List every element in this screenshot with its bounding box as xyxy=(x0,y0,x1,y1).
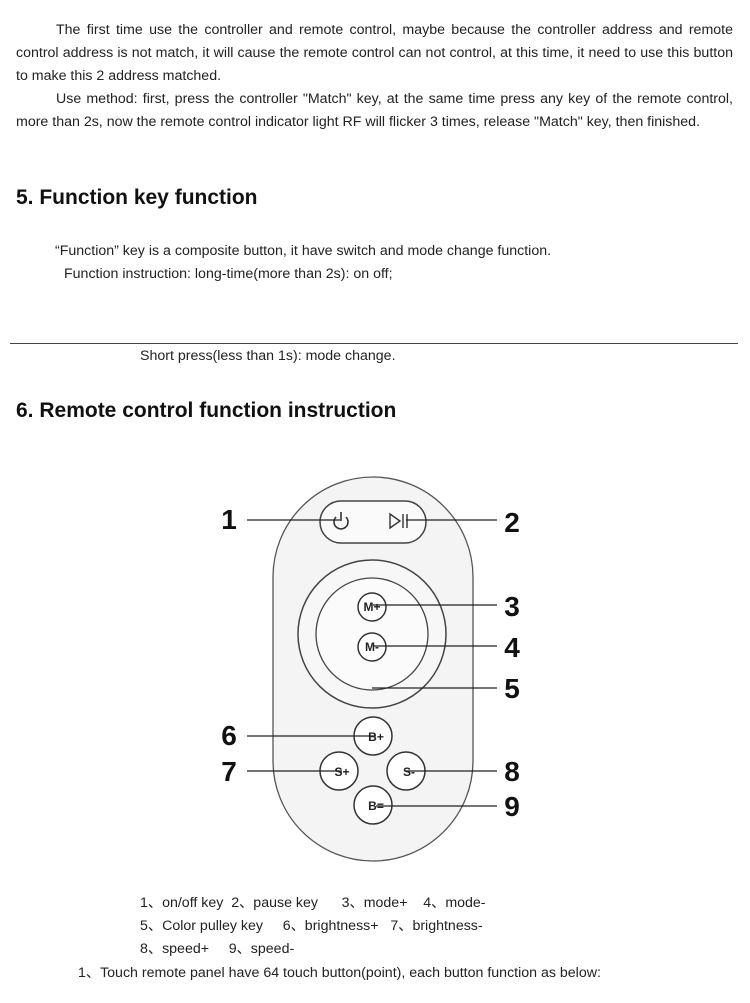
callout-8: 8 xyxy=(504,756,520,787)
function-long-press-instruction: Function instruction: long-time(more tha… xyxy=(64,266,393,282)
section-5-heading: 5. Function key function xyxy=(16,186,258,209)
intro-paragraph-1: The first time use the controller and re… xyxy=(16,22,733,84)
brightness-plus-label: B+ xyxy=(368,730,384,744)
brightness-minus-button[interactable]: B= xyxy=(353,785,393,825)
legend-line-2: 5、Color pulley key 6、brightness+ 7、brigh… xyxy=(140,918,483,934)
callout-4: 4 xyxy=(504,632,520,663)
callout-5: 5 xyxy=(504,673,520,704)
top-button-pill xyxy=(319,500,427,544)
mode-plus-label: M+ xyxy=(363,600,380,614)
speed-plus-label: S+ xyxy=(334,765,349,779)
callout-2: 2 xyxy=(504,507,520,538)
mode-minus-label: M- xyxy=(365,640,379,654)
play-pause-icon[interactable] xyxy=(389,512,408,530)
speed-minus-label: S- xyxy=(403,765,415,779)
callout-leader-lines xyxy=(247,519,497,807)
mode-plus-button[interactable]: M+ xyxy=(357,592,387,622)
callout-6: 6 xyxy=(221,720,237,751)
callout-9: 9 xyxy=(504,791,520,822)
mode-minus-button[interactable]: M- xyxy=(357,632,387,662)
section-6-heading: 6. Remote control function instruction xyxy=(16,399,397,422)
legend-line-1: 1、on/off key 2、pause key 3、mode+ 4、mode- xyxy=(140,895,486,911)
legend-line-3: 8、speed+ 9、speed- xyxy=(140,941,295,957)
function-key-description: “Function” key is a composite button, it… xyxy=(55,243,552,259)
touch-panel-note: 1、Touch remote panel have 64 touch butto… xyxy=(78,965,601,981)
callout-3: 3 xyxy=(504,591,520,622)
callout-1: 1 xyxy=(221,504,237,535)
function-short-press-instruction: Short press(less than 1s): mode change. xyxy=(140,348,396,364)
page-divider xyxy=(10,343,738,344)
intro-paragraph-2: Use method: first, press the controller … xyxy=(16,91,733,130)
callout-7: 7 xyxy=(221,756,237,787)
